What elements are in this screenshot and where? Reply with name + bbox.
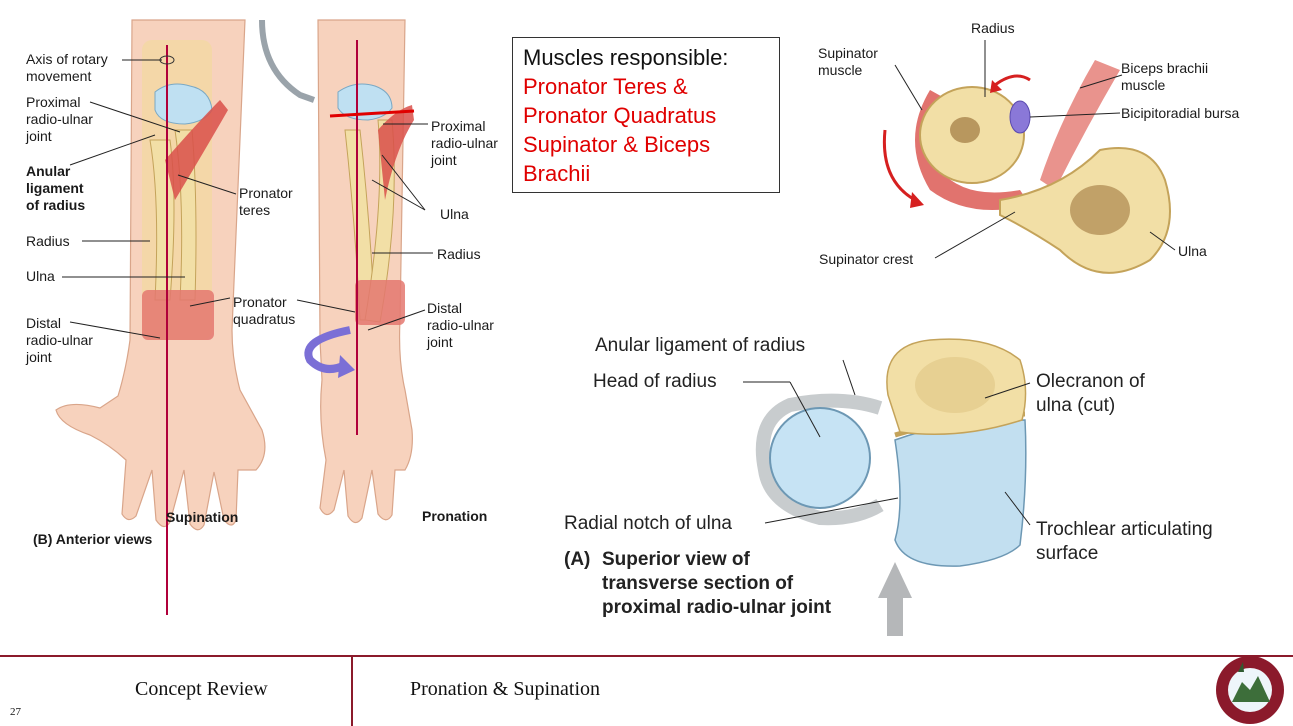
muscle-item: Pronator Quadratus — [523, 103, 717, 128]
leader-lines-b — [62, 59, 433, 339]
supination-forearm-illustration — [55, 19, 266, 615]
bicipitoradial-bursa-label: Bicipitoradial bursa — [1121, 105, 1240, 121]
radial-notch-of-ulna-label: Radial notch of ulna — [564, 513, 732, 534]
ulna-label-right: Ulna — [440, 206, 469, 222]
leader-lines-top-right — [894, 40, 1176, 259]
muscles-box-title: Muscles responsible: — [523, 45, 729, 70]
supinator-muscle-label: Supinator muscle — [818, 45, 878, 78]
footer-section-label: Concept Review — [135, 678, 268, 700]
leader-lines-a — [743, 359, 1031, 526]
radius-label-top-right: Radius — [971, 20, 1015, 36]
pronation-label: Pronation — [422, 508, 488, 524]
rocky-vista-university-logo — [1216, 656, 1284, 724]
olecranon-of-ulna-label: Olecranon of ulna (cut) — [1036, 371, 1145, 416]
proximal-radio-ulnar-joint-label-right: Proximal radio-ulnar joint — [431, 118, 498, 168]
footer-vertical-divider — [351, 655, 353, 726]
superior-view-caption: Superior view of transverse section of p… — [602, 549, 832, 618]
muscle-item: Supinator & Biceps — [523, 132, 711, 157]
distal-radio-ulnar-joint-label-left: Distal radio-ulnar joint — [26, 315, 93, 365]
anterior-views-caption: (B) Anterior views — [33, 531, 153, 547]
radius-label-left: Radius — [26, 233, 70, 249]
muscles-responsible-box: Muscles responsible: Pronator Teres & Pr… — [512, 37, 780, 193]
ulna-label-top-right: Ulna — [1178, 243, 1207, 259]
supination-label: Supination — [166, 509, 239, 525]
axis-of-rotary-movement-label: Axis of rotary movement — [26, 51, 108, 84]
anular-ligament-label: Anular ligament of radius — [26, 163, 86, 213]
footer-topic-label: Pronation & Supination — [410, 678, 600, 700]
anular-ligament-of-radius-label: Anular ligament of radius — [595, 335, 806, 356]
radius-label-right: Radius — [437, 246, 481, 262]
superior-view-caption-prefix: (A) — [564, 549, 591, 570]
pronator-quadratus-label: Pronator quadratus — [233, 294, 296, 327]
biceps-brachii-label: Biceps brachii muscle — [1121, 60, 1209, 93]
trochlear-articulating-surface-label: Trochlear articulating surface — [1036, 519, 1213, 564]
supinator-cross-section-illustration — [882, 60, 1171, 274]
footer-divider-line — [0, 655, 1293, 657]
pronation-forearm-illustration — [259, 19, 415, 524]
proximal-radio-ulnar-joint-label-left: Proximal radio-ulnar joint — [26, 94, 93, 144]
head-of-radius-label: Head of radius — [593, 371, 717, 392]
distal-radio-ulnar-joint-label-right: Distal radio-ulnar joint — [427, 300, 494, 350]
pronator-teres-label: Pronator teres — [239, 185, 293, 218]
radio-ulnar-transverse-section-illustration — [755, 338, 1027, 636]
supinator-crest-label: Supinator crest — [819, 251, 914, 267]
muscle-item: Brachii — [523, 161, 591, 186]
ulna-label-left: Ulna — [26, 268, 55, 284]
muscle-item: Pronator Teres & — [523, 74, 688, 99]
page-number: 27 — [10, 706, 21, 718]
